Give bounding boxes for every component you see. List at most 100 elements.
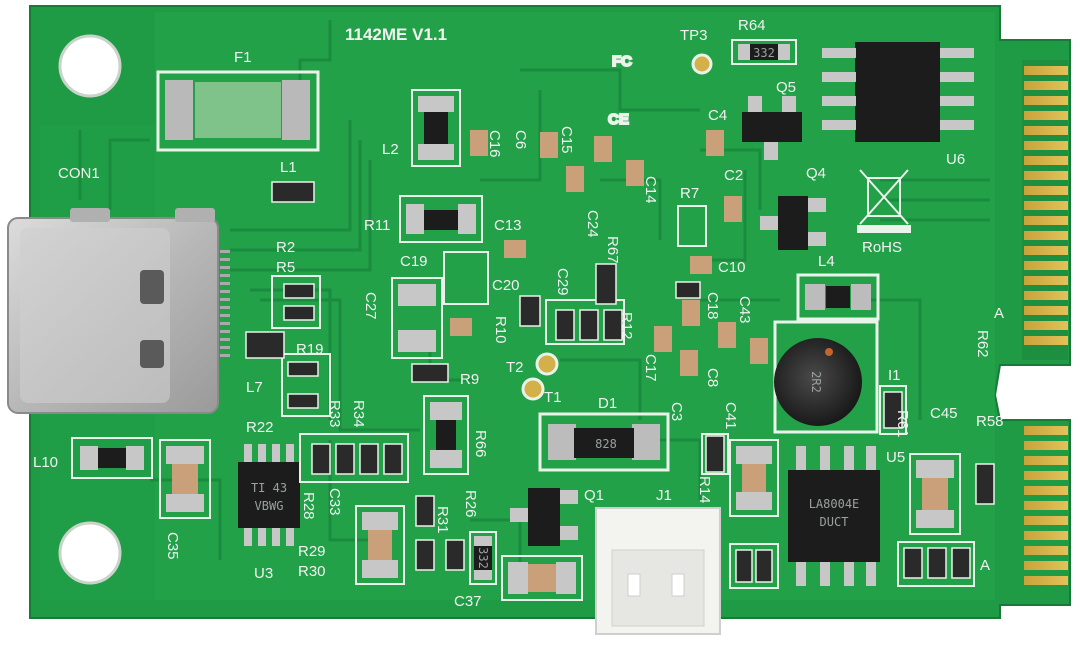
label-j1: J1 (656, 487, 672, 504)
label-q5: Q5 (776, 79, 796, 96)
label-t1: T1 (544, 389, 562, 406)
fcc-mark: FC (611, 52, 633, 71)
label-r29: R29 (298, 543, 326, 560)
label-c10: C10 (718, 259, 746, 276)
label-c6: C6 (512, 130, 529, 149)
label-c4: C4 (708, 107, 727, 124)
label-r5: R5 (276, 259, 295, 276)
label-c15: C15 (558, 126, 575, 154)
label-r62: R62 (974, 330, 991, 358)
label-u5: U5 (886, 449, 905, 466)
label-c19: C19 (400, 253, 428, 270)
board-title: 1142ME V1.1 (345, 25, 447, 44)
label-r67: R67 (604, 236, 621, 264)
label-r30: R30 (298, 563, 326, 580)
transistor-q5 (742, 96, 802, 160)
label-c17: C17 (642, 354, 659, 382)
label-q4: Q4 (806, 165, 826, 182)
label-l2: L2 (382, 141, 399, 158)
smd-components (71, 89, 995, 601)
label-l4: L4 (818, 253, 835, 270)
mounting-hole-bottom (58, 521, 122, 585)
label-l10: L10 (33, 454, 58, 471)
u3-marking-line1: TI 43 (251, 481, 287, 495)
label-u6: U6 (946, 151, 965, 168)
label-c14: C14 (642, 176, 659, 204)
label-r58: R58 (976, 413, 1004, 430)
label-c24: C24 (584, 210, 601, 238)
test-points (521, 53, 713, 401)
label-q1: Q1 (584, 487, 604, 504)
label-c45: C45 (930, 405, 958, 422)
label-r64: R64 (738, 17, 766, 34)
chip-u6 (822, 42, 974, 142)
label-r7: R7 (680, 185, 699, 202)
component-l4 (796, 273, 880, 321)
label-r19: R19 (296, 341, 324, 358)
ce-mark: CE (607, 110, 630, 129)
label-r34: R34 (350, 400, 367, 428)
chip-u3: TI 43 VBWG (238, 444, 300, 546)
fcc-logo-text: FC (612, 53, 632, 70)
label-r9: R9 (460, 371, 479, 388)
label-a-bottom: A (980, 557, 990, 574)
label-a-top: A (994, 305, 1004, 322)
diode-d1: 828 (538, 412, 670, 472)
connector-j1 (595, 507, 721, 635)
label-c16: C16 (486, 130, 503, 158)
usb-c-connector (7, 208, 230, 414)
label-r2: R2 (276, 239, 295, 256)
weee-bin-icon (857, 169, 911, 233)
label-c37: C37 (454, 593, 482, 610)
label-t2: T2 (506, 359, 524, 376)
chip-u5: LA8004E DUCT (788, 446, 880, 586)
label-c2: C2 (724, 167, 743, 184)
label-c20: C20 (492, 277, 520, 294)
label-r31: R31 (434, 506, 451, 534)
fuse-f1 (156, 70, 320, 152)
label-r22: R22 (246, 419, 274, 436)
u3-marking-line2: VBWG (255, 499, 284, 513)
label-con1: CON1 (58, 165, 100, 182)
label-tp3: TP3 (680, 27, 708, 44)
label-r61: R61 (894, 410, 911, 438)
label-c8: C8 (704, 368, 721, 387)
resistor-r31: 332 (469, 531, 497, 585)
u5-marking-line1: LA8004E (809, 497, 860, 511)
label-c13: C13 (494, 217, 522, 234)
label-f1: F1 (234, 49, 252, 66)
label-r10: R10 (492, 316, 509, 344)
label-r12: R12 (618, 312, 635, 340)
label-r66: R66 (472, 430, 489, 458)
label-c33: C33 (326, 488, 343, 516)
label-c43: C43 (736, 296, 753, 324)
label-i1: I1 (888, 367, 901, 384)
label-c18: C18 (704, 292, 721, 320)
transistor-q4 (760, 196, 826, 250)
transistor-q1 (510, 488, 578, 546)
resistor-r64: 332 (731, 39, 797, 65)
inductor-marking: 2R2 (809, 371, 823, 393)
power-inductor: 2R2 (773, 320, 879, 434)
label-r14: R14 (696, 476, 713, 504)
label-c35: C35 (164, 532, 181, 560)
label-c29: C29 (554, 268, 571, 296)
d1-marking: 828 (595, 437, 617, 451)
label-c3: C3 (668, 402, 685, 421)
mounting-hole-top (58, 34, 122, 98)
label-d1: D1 (598, 395, 617, 412)
label-rohs: RoHS (862, 239, 902, 256)
label-l7: L7 (246, 379, 263, 396)
u5-marking-line2: DUCT (820, 515, 849, 529)
r31-marking: 332 (476, 547, 490, 569)
label-r28: R28 (300, 492, 317, 520)
r64-marking: 332 (753, 46, 775, 60)
edge-connector-fingers (1022, 60, 1068, 585)
label-c41: C41 (722, 402, 739, 430)
ce-logo-text: CE (608, 111, 629, 128)
label-c27: C27 (362, 292, 379, 320)
label-r11: R11 (364, 217, 390, 234)
label-l1: L1 (280, 159, 297, 176)
